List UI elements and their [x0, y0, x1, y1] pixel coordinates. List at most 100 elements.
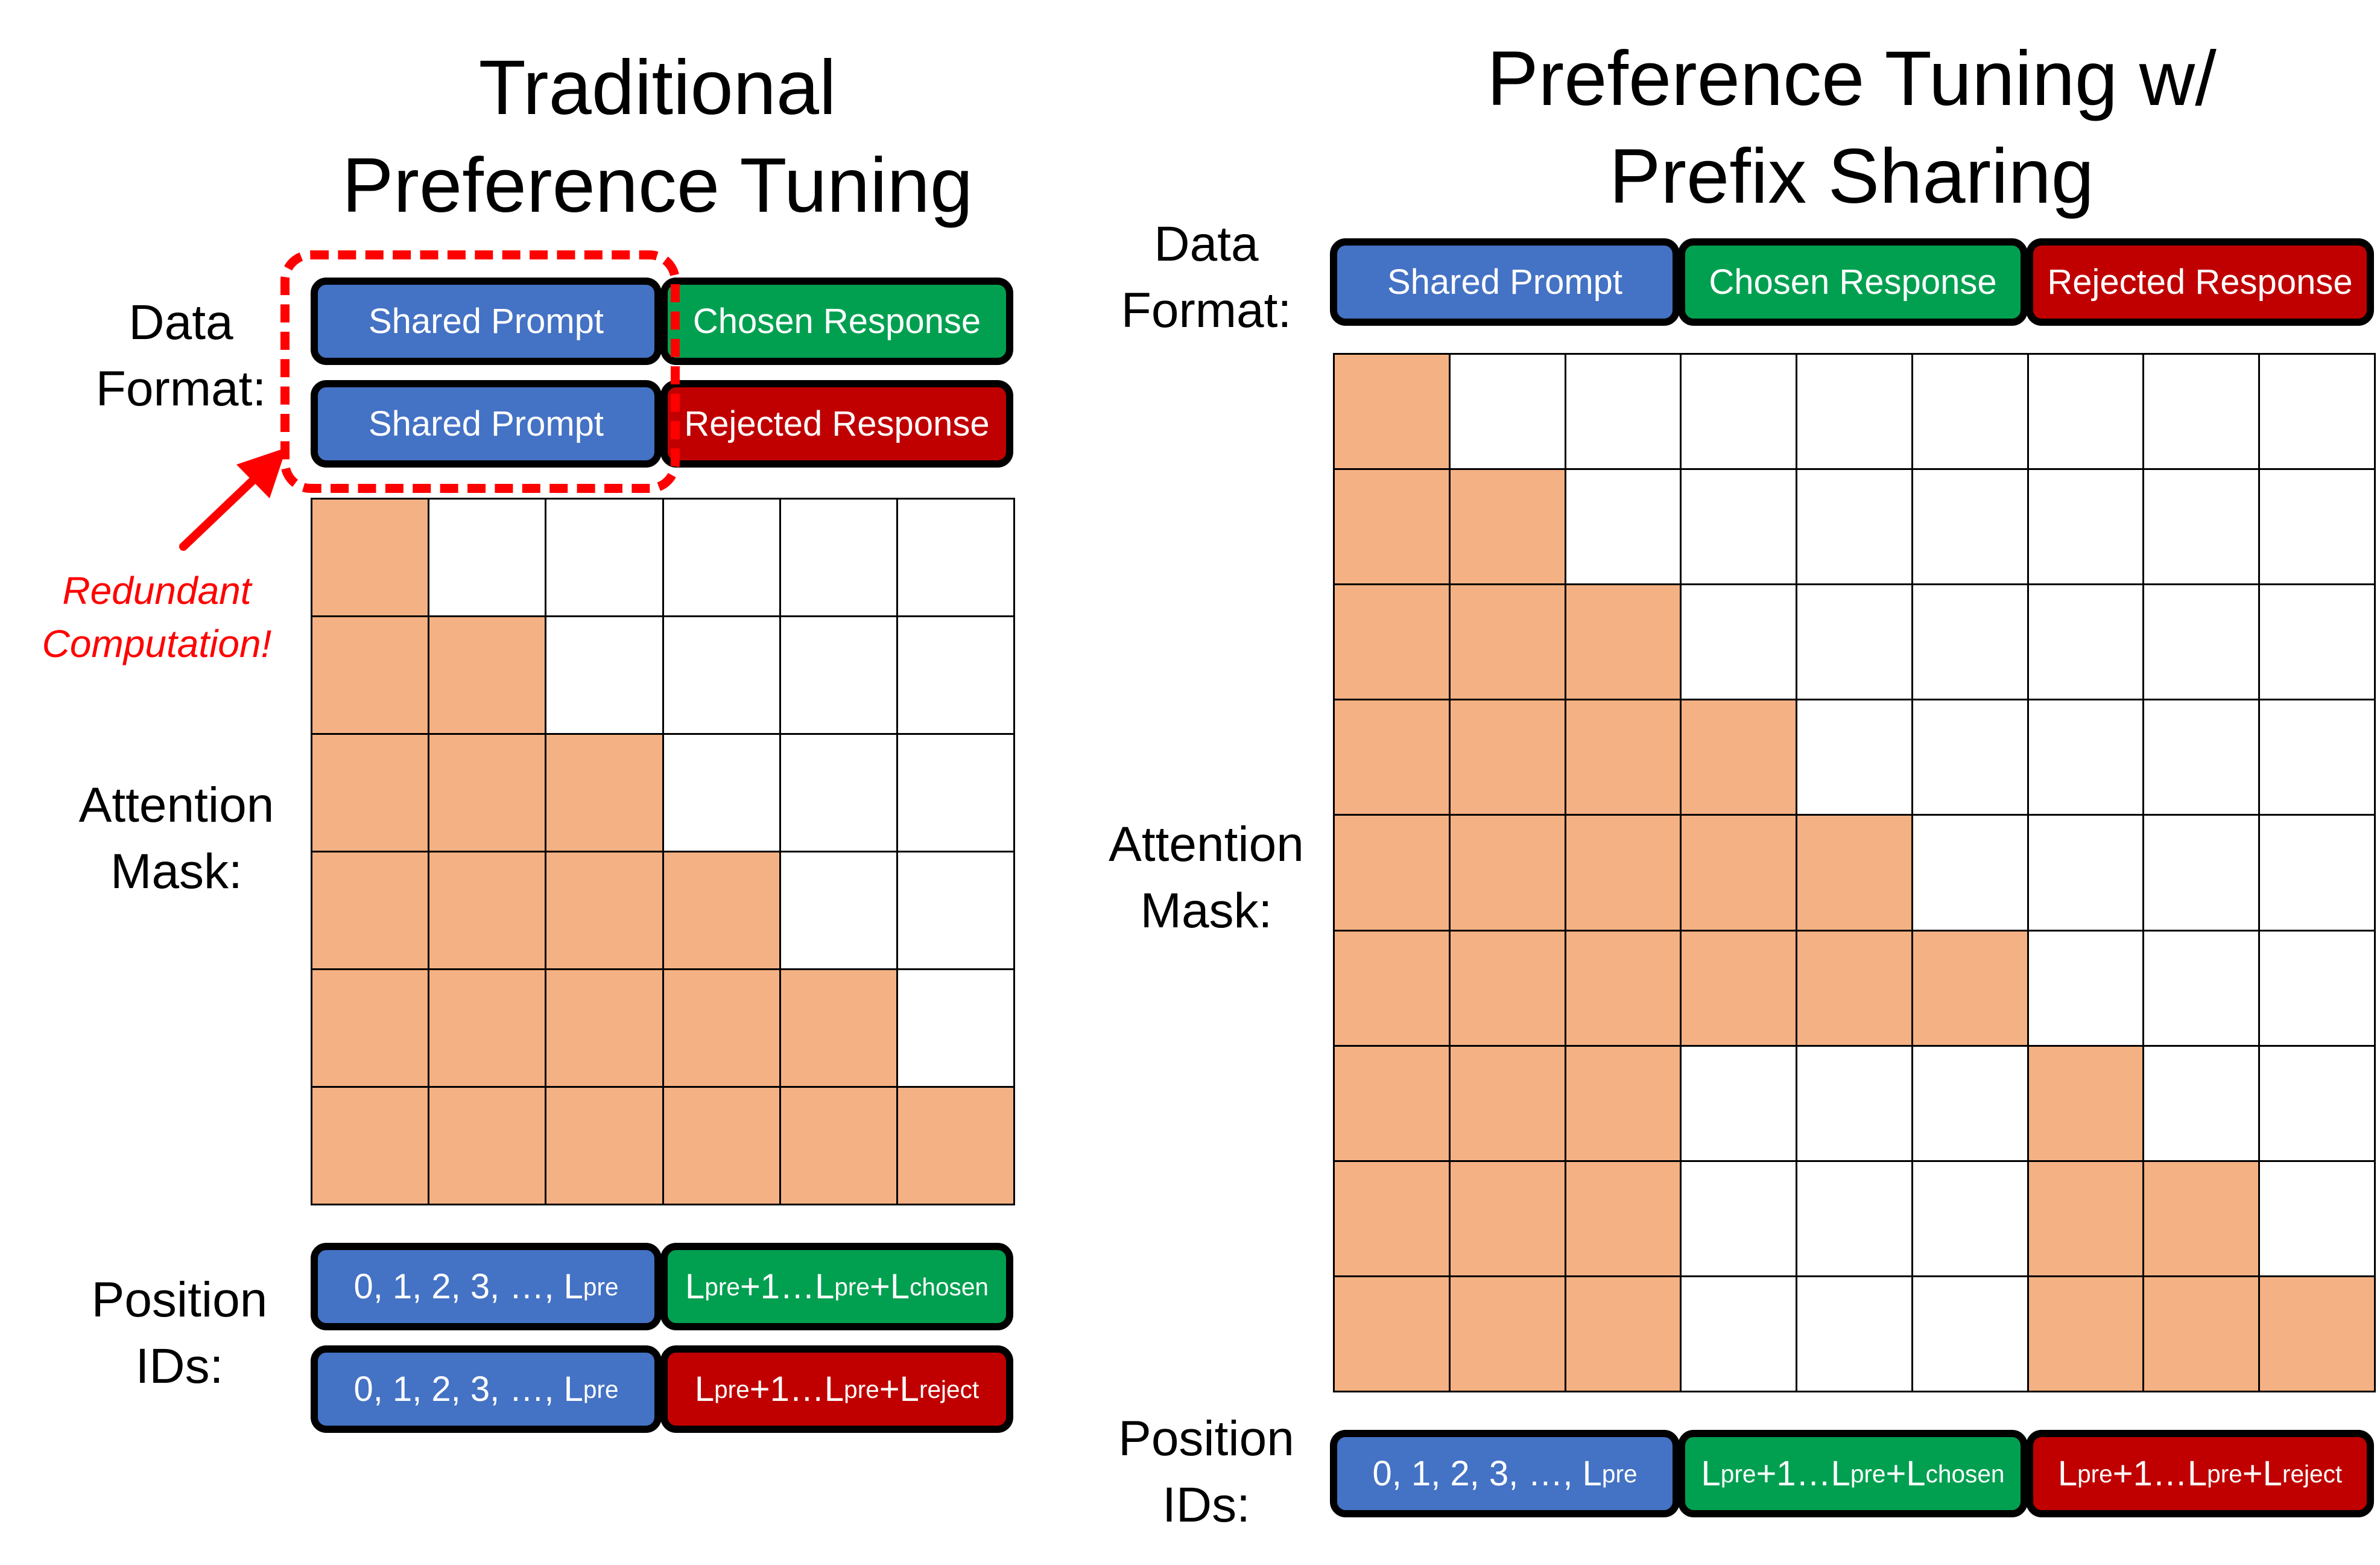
- mask-cell: [2027, 583, 2144, 700]
- mask-cell: [662, 851, 781, 970]
- mask-cell: [2027, 1275, 2144, 1392]
- mask-cell: [1449, 1045, 1566, 1162]
- mask-cell: [311, 851, 429, 970]
- mask-cell: [1911, 468, 2029, 585]
- mask-cell: [896, 968, 1015, 1088]
- mask-cell: [545, 851, 664, 970]
- left-row1-shared-prompt: Shared Prompt: [311, 278, 662, 365]
- left-format-label-line2: Format:: [95, 361, 267, 416]
- mask-cell: [2258, 699, 2376, 816]
- mask-cell: [1796, 468, 1913, 585]
- mask-cell: [1911, 583, 2029, 700]
- right-attention-mask-label: Attention Mask:: [1086, 811, 1327, 944]
- mask-cell: [779, 968, 898, 1088]
- annotation-line2: Computation!: [42, 622, 272, 665]
- left-attention-mask-grid: [311, 498, 1015, 1205]
- mask-cell: [1565, 930, 1682, 1047]
- right-data-format-label: Data Format:: [1098, 211, 1315, 344]
- pos-text: L: [2057, 1454, 2078, 1493]
- mask-cell: [1565, 1045, 1682, 1162]
- pos-text: +L: [1885, 1454, 1926, 1493]
- right-title-line1: Preference Tuning w/: [1487, 36, 2217, 122]
- mask-cell: [1680, 930, 1797, 1047]
- mask-cell: [428, 498, 546, 617]
- mask-cell: [545, 1086, 664, 1205]
- mask-cell: [311, 1086, 429, 1205]
- mask-cell: [1565, 699, 1682, 816]
- redundant-arrow-icon: [179, 448, 286, 551]
- pos-text: 0, 1, 2, 3, …, L: [353, 1267, 583, 1306]
- left-title-line2: Preference Tuning: [342, 142, 973, 229]
- left-title-line1: Traditional: [478, 45, 837, 131]
- mask-cell: [1333, 930, 1451, 1047]
- mask-cell: [779, 851, 898, 970]
- left-data-format-label: Data Format:: [78, 290, 283, 422]
- mask-cell: [779, 615, 898, 735]
- pos-text: +1…L: [1756, 1454, 1850, 1493]
- right-title-line2: Prefix Sharing: [1609, 133, 2094, 220]
- mask-cell: [311, 733, 429, 852]
- left-data-label-line1: Data: [128, 295, 233, 350]
- mask-cell: [1680, 1160, 1797, 1277]
- mask-cell: [2258, 930, 2376, 1047]
- mask-cell: [1333, 353, 1451, 470]
- mask-cell: [779, 1086, 898, 1205]
- mask-cell: [896, 1086, 1015, 1205]
- mask-cell: [896, 615, 1015, 735]
- mask-cell: [2258, 1160, 2376, 1277]
- right-data-label-line1: Data: [1154, 217, 1259, 271]
- mask-cell: [1911, 699, 2029, 816]
- mask-cell: [2142, 468, 2260, 585]
- right-ids-label-line2: IDs:: [1162, 1478, 1250, 1532]
- left-position-ids-label: Position IDs:: [66, 1267, 293, 1400]
- mask-cell: [1565, 814, 1682, 932]
- mask-cell: [2258, 814, 2376, 932]
- mask-cell: [1333, 699, 1451, 816]
- mask-cell: [2142, 699, 2260, 816]
- mask-cell: [1333, 814, 1451, 932]
- pos-text: +1…L: [2112, 1454, 2208, 1493]
- mask-cell: [2027, 468, 2144, 585]
- mask-cell: [1796, 814, 1913, 932]
- mask-cell: [2258, 353, 2376, 470]
- mask-cell: [1911, 814, 2029, 932]
- mask-cell: [1333, 1045, 1451, 1162]
- mask-cell: [545, 615, 664, 735]
- mask-cell: [2142, 1160, 2260, 1277]
- mask-cell: [2258, 583, 2376, 700]
- mask-cell: [1449, 814, 1566, 932]
- mask-cell: [2027, 814, 2144, 932]
- mask-cell: [1449, 1160, 1566, 1277]
- mask-cell: [1911, 1045, 2029, 1162]
- mask-cell: [1911, 353, 2029, 470]
- mask-cell: [662, 615, 781, 735]
- mask-cell: [1796, 1045, 1913, 1162]
- left-attention-mask-label: Attention Mask:: [60, 772, 293, 905]
- mask-cell: [779, 498, 898, 617]
- mask-cell: [1449, 930, 1566, 1047]
- mask-cell: [662, 968, 781, 1088]
- mask-cell: [1333, 468, 1451, 585]
- mask-cell: [1680, 468, 1797, 585]
- mask-cell: [2027, 699, 2144, 816]
- mask-cell: [1449, 468, 1566, 585]
- left-attention-label-line1: Attention: [78, 778, 274, 833]
- pos-text: +L: [879, 1370, 919, 1409]
- mask-cell: [1911, 1160, 2029, 1277]
- mask-cell: [1911, 930, 2029, 1047]
- right-shared-prompt: Shared Prompt: [1330, 238, 1680, 326]
- pos-text: L: [1701, 1454, 1721, 1493]
- mask-cell: [2027, 1160, 2144, 1277]
- mask-cell: [2027, 353, 2144, 470]
- mask-cell: [1796, 930, 1913, 1047]
- mask-cell: [1680, 1275, 1797, 1392]
- mask-cell: [1449, 583, 1566, 700]
- right-position-label-line1: Position: [1118, 1411, 1294, 1466]
- mask-cell: [662, 498, 781, 617]
